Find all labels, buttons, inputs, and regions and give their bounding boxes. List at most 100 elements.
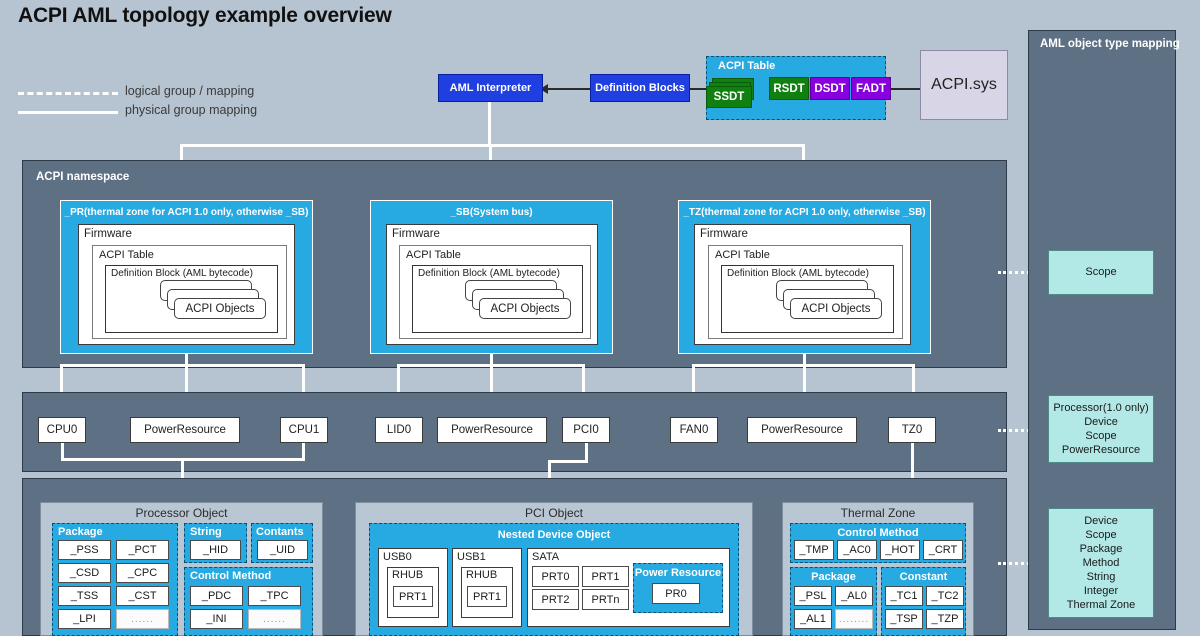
mapping-card-object-line-3: Method [1082,556,1120,569]
processor-cst[interactable]: _CST [116,586,169,606]
definition-blocks-box[interactable]: Definition Blocks [590,74,690,102]
pci-power-resource-label: Power Resource [634,567,722,579]
dsdt-box[interactable]: DSDT [810,77,850,100]
scope-pr-objects[interactable]: ACPI Objects [174,298,266,319]
thermal-tmp[interactable]: _TMP [794,540,834,560]
processor-pdc[interactable]: _PDC [190,586,243,606]
pci-power-resource-group [633,563,723,613]
fadt-box[interactable]: FADT [851,77,891,100]
processor-pct[interactable]: _PCT [116,540,169,560]
cpu0-down [61,443,64,461]
scope-pr-firmware-label: Firmware [84,228,132,240]
mapping-card-device-types[interactable]: Processor(1.0 only) Device Scope PowerRe… [1048,395,1154,463]
mapping-card-object-line-4: String [1086,571,1116,584]
pci-sata-prt2[interactable]: PRT2 [532,589,579,610]
device-fan0[interactable]: FAN0 [670,417,718,443]
processor-control-method-more[interactable]: ...... [248,609,301,629]
pr-branch-cpu0 [60,364,63,408]
connector-defblocks-to-interpreter [546,88,594,90]
device-sb-powerresource[interactable]: PowerResource [437,417,547,443]
thermal-tzp[interactable]: _TZP [926,609,964,629]
mapping-card-device-line-0: Processor(1.0 only) [1053,401,1149,414]
legend-logical-label: logical group / mapping [125,84,255,98]
mapping-card-object-line-2: Package [1079,542,1123,555]
thermal-psl[interactable]: _PSL [794,586,832,606]
ssdt-box[interactable]: SSDT [706,86,752,108]
processor-lpi[interactable]: _LPI [58,609,111,629]
mapping-card-scope[interactable]: Scope [1048,250,1154,295]
pr-trunk [185,354,188,367]
page-title: ACPI AML topology example overview [18,4,392,27]
pci-sata-prtn[interactable]: PRTn [582,589,629,610]
tz-branch-tz0 [912,364,915,408]
processor-package-more[interactable]: ...... [116,609,169,629]
device-lid0[interactable]: LID0 [375,417,423,443]
scope-sb-firmware-label: Firmware [392,228,440,240]
scope-sb-objects[interactable]: ACPI Objects [479,298,571,319]
rsdt-box[interactable]: RSDT [769,77,809,100]
aml-interpreter-box[interactable]: AML Interpreter [438,74,543,102]
processor-package-label: Package [58,526,103,538]
scope-tz-acpitable-label: ACPI Table [715,249,770,261]
pr-branch-cpu1 [302,364,305,408]
processor-cpc[interactable]: _CPC [116,563,169,583]
device-cpu0[interactable]: CPU0 [38,417,86,443]
pci0-jog [548,460,588,463]
mapping-card-device-line-3: PowerResource [1061,444,1141,457]
scope-pr-acpitable-label: ACPI Table [99,249,154,261]
thermal-tc2[interactable]: _TC2 [926,586,964,606]
acpi-table-cluster-label: ACPI Table [718,60,776,72]
scope-tz-objects[interactable]: ACPI Objects [790,298,882,319]
mapping-card-object-types[interactable]: Device Scope Package Method String Integ… [1048,508,1154,618]
thermal-al0[interactable]: _AL0 [835,586,873,606]
thermal-tc1[interactable]: _TC1 [885,586,923,606]
pci-power-resource-pr0[interactable]: PR0 [652,583,700,604]
processor-tss[interactable]: _TSS [58,586,111,606]
device-pr-powerresource[interactable]: PowerResource [130,417,240,443]
device-tz0[interactable]: TZ0 [888,417,936,443]
pr-branch-pwr [185,364,188,408]
mapping-card-object-line-0: Device [1084,514,1118,527]
connector-table-to-acpisys [884,88,920,90]
thermal-crt[interactable]: _CRT [923,540,963,560]
cpu1-down [302,443,305,461]
tz-branch-pwr [803,364,806,408]
scope-sb-title: _SB(System bus) [450,206,533,218]
legend-logical-line [18,92,118,95]
acpi-sys-box[interactable]: ACPI.sys [920,50,1008,120]
processor-csd[interactable]: _CSD [58,563,111,583]
aml-object-type-mapping-title: AML object type mapping [1040,38,1180,50]
processor-hid[interactable]: _HID [190,540,241,560]
processor-control-method-label: Control Method [190,570,272,582]
sb-trunk [490,354,493,367]
pci-usb1-prt1[interactable]: PRT1 [467,586,507,607]
processor-tpc[interactable]: _TPC [248,586,301,606]
processor-pss[interactable]: _PSS [58,540,111,560]
pci-obj-trunk [548,460,551,494]
processor-uid[interactable]: _UID [257,540,308,560]
thermal-package-more[interactable]: ........ [835,609,873,629]
scope-sb-defblock-label: Definition Block (AML bytecode) [418,268,560,279]
scope-pr-title: _PR(thermal zone for ACPI 1.0 only, othe… [64,206,309,218]
pci-usb0-prt1[interactable]: PRT1 [393,586,433,607]
device-tz-powerresource[interactable]: PowerResource [747,417,857,443]
thermal-tsp[interactable]: _TSP [885,609,923,629]
interpreter-bus [180,144,805,147]
nested-device-object-label: Nested Device Object [497,529,611,541]
processor-string-label: String [190,526,222,538]
pci0-down [585,443,588,463]
processor-obj-trunk [181,458,184,494]
thermal-hot[interactable]: _HOT [880,540,920,560]
scope-tz-defblock-label: Definition Block (AML bytecode) [727,268,869,279]
device-pci0[interactable]: PCI0 [562,417,610,443]
processor-ini[interactable]: _INI [190,609,243,629]
thermal-ac0[interactable]: _AC0 [837,540,877,560]
pci-sata-prt0[interactable]: PRT0 [532,566,579,587]
thermal-al1[interactable]: _AL1 [794,609,832,629]
pci-sata-prt1[interactable]: PRT1 [582,566,629,587]
scope-tz-firmware-label: Firmware [700,228,748,240]
mapping-dotted-connector-scope [998,271,1042,274]
thermal-constant-label: Constant [899,570,948,583]
device-cpu1[interactable]: CPU1 [280,417,328,443]
pci-usb0-label: USB0 [383,551,412,563]
